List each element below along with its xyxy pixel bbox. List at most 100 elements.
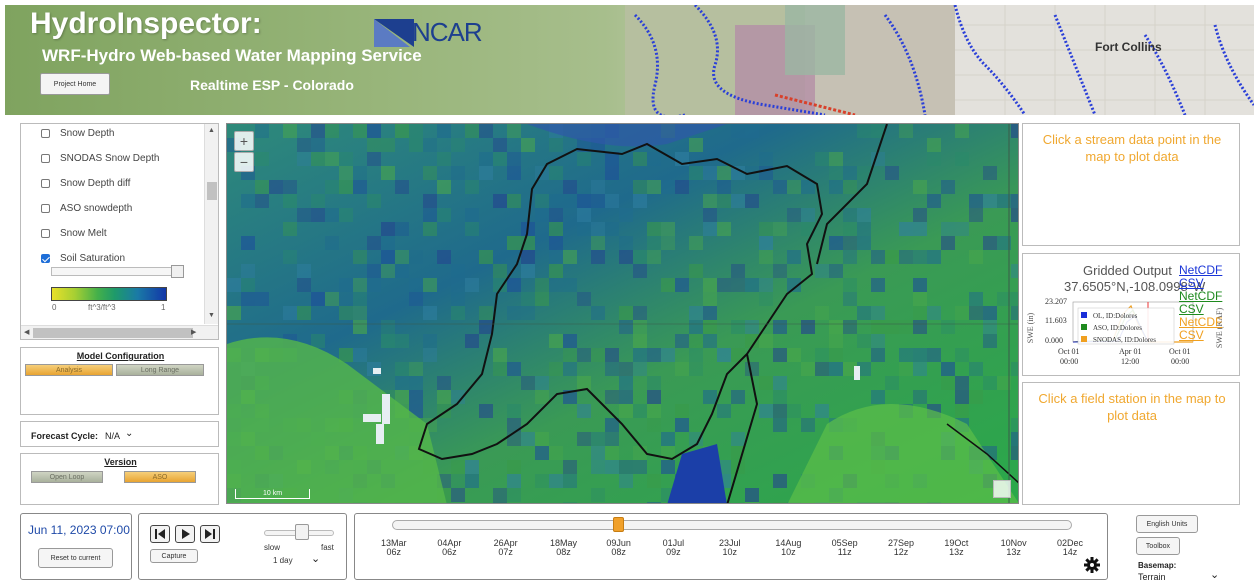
x-tick: Oct 01 xyxy=(1169,347,1191,356)
stream-hint: Click a stream data point in the map to … xyxy=(1042,132,1222,164)
basemap-label: Basemap: xyxy=(1138,561,1177,570)
step-interval-value[interactable]: 1 day xyxy=(273,556,293,565)
model-configuration-panel: Model Configuration Analysis Long Range xyxy=(20,347,219,415)
x-tick: Apr 01 xyxy=(1119,347,1141,356)
aso-button[interactable]: ASO xyxy=(124,471,196,483)
horizontal-scrollbar[interactable]: ◀ ▶ xyxy=(21,325,218,339)
scroll-thumb[interactable] xyxy=(33,328,193,338)
y-tick: 11.603 xyxy=(1045,316,1067,325)
step-forward-icon[interactable] xyxy=(200,525,220,543)
long-range-button[interactable]: Long Range xyxy=(116,364,204,376)
slider-handle[interactable] xyxy=(171,265,184,278)
download-csv-aso-link[interactable]: CSV xyxy=(1179,302,1204,316)
zoom-in-button[interactable]: + xyxy=(234,131,254,151)
toolbox-button[interactable]: Toolbox xyxy=(1136,537,1180,555)
english-units-button[interactable]: English Units xyxy=(1136,515,1198,533)
layer-panel: Snow Depth SNODAS Snow Depth Snow Depth … xyxy=(20,123,219,340)
zoom-out-button[interactable]: − xyxy=(234,152,254,172)
map-city-label: Fort Collins xyxy=(1095,40,1162,54)
y-tick: 23.207 xyxy=(1045,297,1067,306)
timeline-track[interactable] xyxy=(392,520,1072,530)
checkbox-checked[interactable] xyxy=(41,254,50,263)
chevron-down-icon[interactable]: ⌄ xyxy=(125,428,134,439)
checkbox[interactable] xyxy=(41,179,50,188)
chevron-down-icon[interactable]: ⌄ xyxy=(1210,569,1220,581)
download-netcdf-link[interactable]: NetCDF xyxy=(1179,263,1223,277)
x-tick: 00:00 xyxy=(1171,357,1189,366)
x-tick: 12:00 xyxy=(1121,357,1139,366)
reset-to-current-button[interactable]: Reset to current xyxy=(38,548,113,568)
download-netcdf-snodas-link[interactable]: NetCDF xyxy=(1179,315,1223,329)
x-tick: 00:00 xyxy=(1060,357,1078,366)
gridded-output-panel: Gridded Output 37.6505°N,-108.0998°W SWE… xyxy=(1022,253,1240,376)
x-tick: Oct 01 xyxy=(1058,347,1080,356)
speed-fast-label: fast xyxy=(321,543,334,552)
app-subtitle: WRF-Hydro Web-based Water Mapping Servic… xyxy=(42,46,422,65)
forecast-cycle-label: Forecast Cycle: xyxy=(31,431,99,441)
map-view[interactable]: + − 10 km xyxy=(226,123,1019,504)
region-label: Realtime ESP - Colorado xyxy=(190,77,354,93)
download-csv-snodas-link[interactable]: CSV xyxy=(1179,328,1204,342)
scroll-right-icon[interactable]: ▶ xyxy=(191,329,197,336)
checkbox[interactable] xyxy=(41,129,50,138)
open-loop-button[interactable]: Open Loop xyxy=(31,471,103,483)
step-back-icon[interactable] xyxy=(150,525,170,543)
layer-snodas-snow-depth[interactable]: SNODAS Snow Depth xyxy=(41,153,160,164)
y-tick: 0.000 xyxy=(1045,336,1063,345)
soil-saturation-map[interactable] xyxy=(227,124,1019,504)
fullscreen-icon[interactable] xyxy=(993,480,1011,498)
layer-snow-depth[interactable]: Snow Depth xyxy=(41,128,114,139)
map-scale-bar: 10 km xyxy=(235,489,310,499)
forecast-cycle-value[interactable]: N/A xyxy=(105,431,121,441)
project-home-button[interactable]: Project Home xyxy=(40,73,110,95)
checkbox[interactable] xyxy=(41,154,50,163)
color-legend-bar xyxy=(51,287,167,301)
layer-snow-melt[interactable]: Snow Melt xyxy=(41,228,107,239)
layer-snow-depth-diff[interactable]: Snow Depth diff xyxy=(41,178,130,189)
basemap-value[interactable]: Terrain xyxy=(1138,572,1166,582)
chevron-down-icon[interactable]: ⌄ xyxy=(311,553,321,565)
app-header: HydroInspector: WRF-Hydro Web-based Wate… xyxy=(5,5,1254,115)
vertical-scrollbar[interactable]: ▲ ▼ xyxy=(204,124,218,324)
download-netcdf-aso-link[interactable]: NetCDF xyxy=(1179,289,1223,303)
analysis-button[interactable]: Analysis xyxy=(25,364,113,376)
layer-soil-saturation[interactable]: Soil Saturation xyxy=(41,253,125,264)
model-config-title: Model Configuration xyxy=(76,351,165,361)
timeline-handle[interactable] xyxy=(613,517,624,532)
capture-button[interactable]: Capture xyxy=(150,549,198,563)
scroll-up-icon[interactable]: ▲ xyxy=(208,127,215,134)
speed-slow-label: slow xyxy=(264,543,281,552)
forecast-cycle-selector[interactable]: Forecast Cycle: N/A ⌄ xyxy=(20,421,219,447)
scroll-thumb[interactable] xyxy=(207,182,217,200)
scroll-down-icon[interactable]: ▼ xyxy=(208,312,215,319)
speed-slider-handle[interactable] xyxy=(295,524,309,540)
opacity-slider[interactable] xyxy=(51,265,184,278)
legend-aso: ASO, ID:Dolores xyxy=(1093,324,1142,332)
layer-aso-snowdepth[interactable]: ASO snowdepth xyxy=(41,203,132,214)
ncar-logo-icon xyxy=(374,19,414,47)
download-csv-link[interactable]: CSV xyxy=(1179,276,1204,290)
play-icon[interactable] xyxy=(175,525,195,543)
legend-unit: ft^3/ft^3 xyxy=(88,303,116,312)
units-panel: English Units Toolbox Basemap: Terrain ⌄ xyxy=(1118,513,1254,583)
checkbox[interactable] xyxy=(41,229,50,238)
version-panel: Version Open Loop ASO xyxy=(20,453,219,505)
gear-icon[interactable] xyxy=(1083,556,1101,574)
legend-min: 0 xyxy=(52,303,57,312)
ncar-logo-text: NCAR xyxy=(412,17,483,47)
version-title: Version xyxy=(104,457,137,467)
checkbox[interactable] xyxy=(41,204,50,213)
scroll-left-icon[interactable]: ◀ xyxy=(24,329,30,336)
legend-ol: OL, ID:Dolores xyxy=(1093,312,1138,320)
